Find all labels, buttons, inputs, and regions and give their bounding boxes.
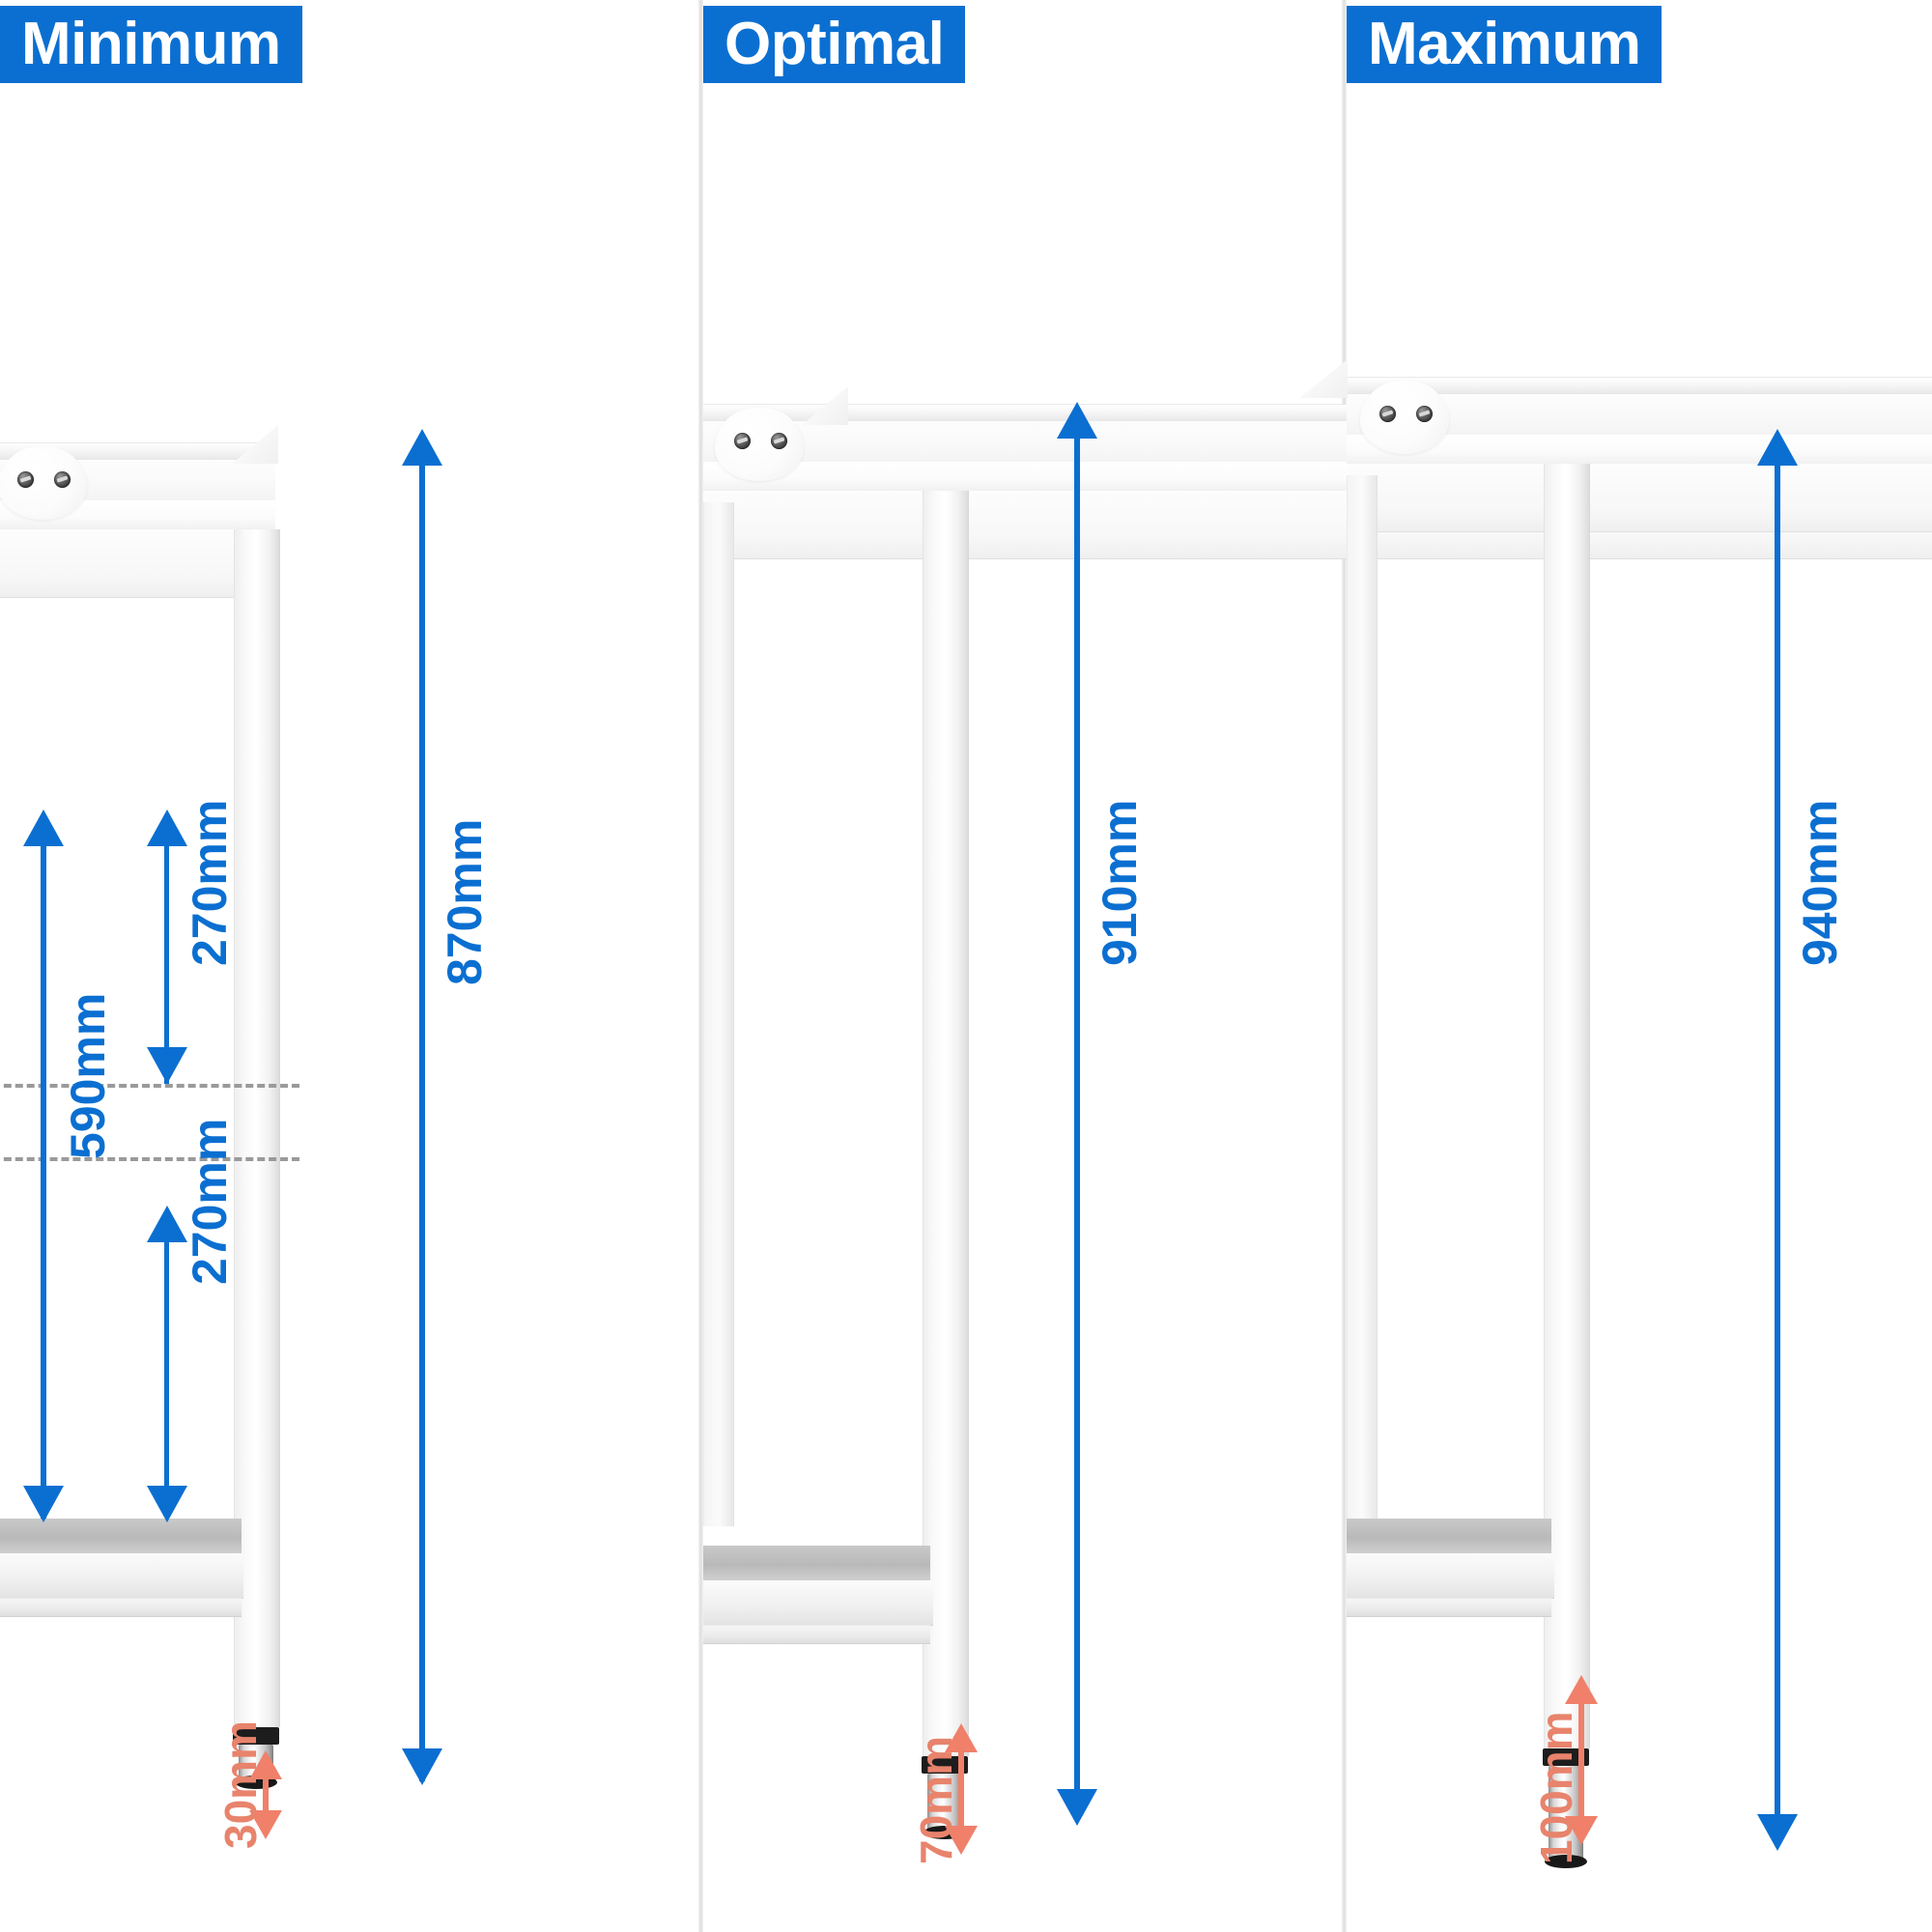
lower-shelf-top-max xyxy=(1347,1553,1554,1599)
column-divider-2 xyxy=(1342,0,1347,1932)
dimline-270-upper xyxy=(164,842,169,1084)
arrow-870-top xyxy=(402,429,442,466)
arrow-940-top xyxy=(1757,429,1798,466)
mounting-bracket-min xyxy=(0,446,87,520)
foot-base-max xyxy=(1545,1855,1587,1868)
foot-collar-min xyxy=(233,1727,279,1745)
arrow-270-lower-top xyxy=(147,1206,187,1242)
dimline-270-lower xyxy=(164,1238,169,1486)
banner-maximum: Maximum xyxy=(1347,6,1662,83)
foot-collar-max xyxy=(1543,1748,1589,1766)
arrow-910-top xyxy=(1057,402,1097,439)
arrow-590-bottom xyxy=(23,1486,64,1522)
lower-shelf-top-opt xyxy=(703,1580,933,1626)
reference-dash-upper xyxy=(0,1084,299,1088)
lower-brace-opt xyxy=(703,1625,930,1644)
arrow-100-top xyxy=(1565,1675,1598,1704)
dimension-label-100: 100mm xyxy=(1531,1711,1581,1864)
arrow-270-upper-top xyxy=(147,810,187,846)
dimline-70 xyxy=(958,1750,964,1828)
arrow-270-lower-bottom xyxy=(147,1486,187,1522)
arrow-30-bottom xyxy=(249,1810,282,1839)
banner-optimal: Optimal xyxy=(703,6,966,83)
leg-front-max xyxy=(1544,464,1590,1748)
dimension-label-940: 940mm xyxy=(1793,799,1847,966)
arrow-30-top xyxy=(249,1750,282,1779)
dimension-label-910: 910mm xyxy=(1093,799,1147,966)
arrow-590-top xyxy=(23,810,64,846)
dimension-label-590: 590mm xyxy=(61,992,115,1159)
dimension-label-270-lower: 270mm xyxy=(183,1118,237,1285)
lower-brace-max xyxy=(1347,1598,1551,1617)
apron-min xyxy=(0,529,242,598)
dimline-870 xyxy=(419,462,425,1781)
bracket-screw-max-2 xyxy=(1416,406,1433,422)
arrow-270-upper-bottom xyxy=(147,1047,187,1084)
dimension-label-30: 30mm xyxy=(215,1720,266,1849)
lower-shelf-face-min xyxy=(0,1519,242,1553)
dimline-100 xyxy=(1578,1702,1584,1818)
arrow-70-top xyxy=(945,1723,978,1752)
arrow-910-bottom xyxy=(1057,1789,1097,1826)
lower-brace-min xyxy=(0,1598,242,1617)
reference-dash-lower xyxy=(0,1157,299,1161)
foot-shaft-opt xyxy=(927,1774,962,1830)
lower-shelf-top-min xyxy=(0,1553,243,1599)
lower-shelf-face-opt xyxy=(703,1546,930,1580)
arrow-100-bottom xyxy=(1565,1816,1598,1845)
dimension-label-70: 70mm xyxy=(911,1736,961,1864)
leg-rear-opt xyxy=(703,502,734,1526)
bracket-screw-opt-2 xyxy=(771,433,787,449)
dimline-590 xyxy=(41,842,46,1519)
mounting-bracket-opt xyxy=(715,408,804,481)
worktop-corner-max xyxy=(1299,359,1348,398)
mounting-bracket-max xyxy=(1360,381,1449,454)
apron-max xyxy=(1347,464,1932,532)
column-divider-1 xyxy=(698,0,703,1932)
foot-collar-opt xyxy=(922,1756,968,1774)
worktop-lip-max xyxy=(1347,435,1932,465)
arrow-940-bottom xyxy=(1757,1814,1798,1851)
dimension-label-870: 870mm xyxy=(438,818,492,985)
leg-front-opt xyxy=(923,491,969,1756)
arrow-70-bottom xyxy=(945,1826,978,1855)
leg-rear-max xyxy=(1347,475,1378,1519)
bracket-screw-min-2 xyxy=(54,471,71,488)
dimline-910 xyxy=(1074,435,1080,1789)
worktop-bevel-max xyxy=(1347,377,1932,395)
leg-front-min xyxy=(234,529,280,1727)
dimline-30 xyxy=(263,1777,269,1812)
bracket-screw-min-1 xyxy=(17,471,34,488)
bracket-screw-opt-1 xyxy=(734,433,751,449)
dimline-940 xyxy=(1775,462,1780,1814)
bracket-screw-max-1 xyxy=(1379,406,1396,422)
dimension-label-270-upper: 270mm xyxy=(183,799,237,966)
banner-minimum: Minimum xyxy=(0,6,302,83)
arrow-870-bottom xyxy=(402,1748,442,1785)
lower-shelf-face-max xyxy=(1347,1519,1551,1553)
